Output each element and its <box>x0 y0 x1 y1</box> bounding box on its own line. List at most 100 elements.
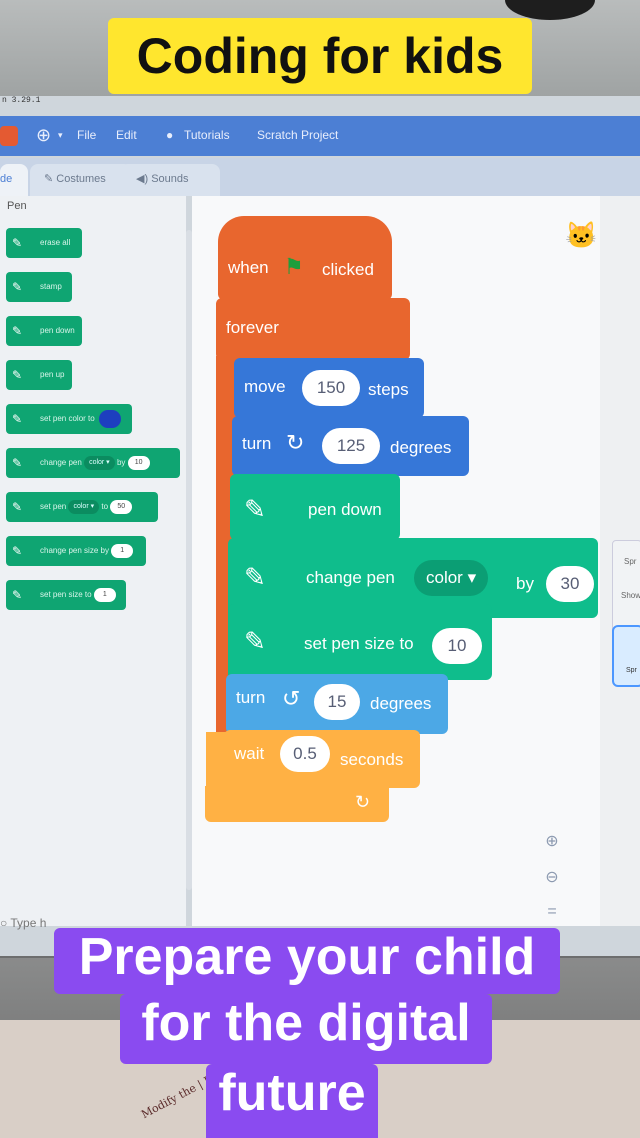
turn-right-block[interactable]: turn ↻ 125 degrees <box>232 416 469 476</box>
forever-block[interactable]: forever <box>216 298 410 360</box>
search-input[interactable]: ○ Type h <box>0 916 46 930</box>
caption-line-3: future <box>206 1064 378 1138</box>
search-placeholder: Type h <box>10 916 47 930</box>
version-label: n 3.29.1 <box>2 96 41 105</box>
sprite-label: Spr <box>624 557 637 566</box>
pen-icon: ✎ <box>12 412 23 426</box>
palette-block-pen-down[interactable]: ✎ pen down <box>6 316 82 346</box>
palette-block-stamp[interactable]: ✎ stamp <box>6 272 72 302</box>
project-title[interactable]: Scratch Project <box>257 128 339 142</box>
palette-block-label: change pen <box>40 458 82 467</box>
palette-scrollbar[interactable] <box>186 230 192 890</box>
zoom-reset-icon[interactable]: = <box>547 903 557 920</box>
file-menu[interactable]: File <box>77 128 97 142</box>
set-pen-size-block[interactable]: ✎ set pen size to 10 <box>228 604 492 680</box>
pen-icon: ✎ <box>12 324 23 338</box>
tab-sounds[interactable]: ◀) Sounds <box>120 164 220 196</box>
pen-size-input[interactable]: 10 <box>432 628 482 664</box>
background-object <box>505 0 595 20</box>
turn-label: turn <box>242 434 272 453</box>
pen-down-block[interactable]: ✎ pen down <box>230 474 400 540</box>
sprite-tile-label: Spr <box>626 667 637 674</box>
forever-label: forever <box>226 318 279 337</box>
palette-block-label: change pen size by <box>40 546 109 555</box>
color-swatch[interactable] <box>98 409 121 428</box>
palette-block-content: set pen size to 1 <box>40 580 116 610</box>
param-dropdown[interactable]: color ▾ <box>84 455 115 470</box>
value-input[interactable]: 1 <box>93 587 116 602</box>
palette-category-title: Pen <box>7 200 27 212</box>
palette-block-set-pen-size[interactable]: ✎ set pen size to 1 <box>6 580 126 610</box>
palette-block-content: set pen color ▾ to 50 <box>40 492 133 522</box>
by-label: by <box>516 574 534 593</box>
turn-left-block[interactable]: turn ↺ 15 degrees <box>226 674 448 734</box>
pen-icon: ✎ <box>12 588 23 602</box>
video-title: Coding for kids <box>108 18 532 94</box>
tab-costumes[interactable]: ✎ Costumes <box>30 164 132 196</box>
pen-icon: ✎ <box>12 236 23 250</box>
palette-block-label: set pen color to <box>40 414 95 423</box>
turn-degrees-input[interactable]: 125 <box>322 428 380 464</box>
palette-block-erase-all[interactable]: ✎ erase all <box>6 228 82 258</box>
change-pen-label: change pen <box>306 568 395 587</box>
degrees-label: degrees <box>370 694 432 713</box>
palette-block-set-pen[interactable]: ✎ set pen color ▾ to 50 <box>6 492 158 522</box>
chevron-down-icon: ▾ <box>58 130 63 140</box>
globe-icon[interactable]: ⊕ <box>36 125 52 145</box>
param-dropdown[interactable]: color ▾ <box>68 499 100 514</box>
turn-degrees-input[interactable]: 15 <box>314 684 360 720</box>
editor-tabs: de ✎ Costumes ◀) Sounds <box>0 158 640 196</box>
move-steps-block[interactable]: move 150 steps <box>234 358 424 418</box>
change-pen-value-input[interactable]: 30 <box>546 566 594 602</box>
edit-menu[interactable]: Edit <box>116 128 137 142</box>
pen-icon: ✎ <box>244 562 266 592</box>
when-label: when <box>228 258 269 277</box>
to-label: to <box>101 502 109 511</box>
pen-icon: ✎ <box>244 494 266 524</box>
pen-icon: ✎ <box>12 544 23 558</box>
value-input[interactable]: 1 <box>111 543 134 558</box>
pen-icon: ✎ <box>244 626 266 656</box>
scratch-logo[interactable] <box>0 126 18 146</box>
value-input[interactable]: 10 <box>127 455 150 470</box>
zoom-in-icon[interactable]: ⊕ <box>545 833 559 850</box>
block-palette: Pen ✎ erase all ✎ stamp ✎ pen down ✎ pen… <box>0 196 187 926</box>
value-input[interactable]: 50 <box>110 499 133 514</box>
clicked-label: clicked <box>322 260 374 279</box>
palette-block-change-pen[interactable]: ✎ change pen color ▾ by 10 <box>6 448 180 478</box>
speaker-icon: ◀) <box>136 173 152 185</box>
palette-block-pen-up[interactable]: ✎ pen up <box>6 360 72 390</box>
degrees-label: degrees <box>390 438 452 457</box>
forever-end-cap: ↻ <box>205 786 389 822</box>
sprite-thumbnail[interactable]: Spr <box>612 625 640 687</box>
move-steps-input[interactable]: 150 <box>302 370 360 406</box>
pen-param-dropdown[interactable]: color ▾ <box>414 560 489 596</box>
caption-line-2: for the digital <box>120 994 492 1064</box>
palette-block-label: set pen size to <box>40 590 92 599</box>
loop-arrow-icon: ↻ <box>355 792 371 812</box>
wait-seconds-input[interactable]: 0.5 <box>280 736 330 772</box>
palette-block-change-pen-size[interactable]: ✎ change pen size by 1 <box>6 536 146 566</box>
tab-code[interactable]: de <box>0 164 28 196</box>
pen-icon: ✎ <box>12 280 23 294</box>
turn-label: turn <box>236 688 266 707</box>
brush-icon: ✎ <box>44 173 57 185</box>
tab-code-label: de <box>0 173 13 185</box>
rotate-left-icon: ↺ <box>282 686 301 711</box>
wait-label: wait <box>234 744 265 763</box>
forever-arm-lower <box>206 732 228 792</box>
wait-seconds-block[interactable]: wait 0.5 seconds <box>224 730 420 788</box>
show-label: Show <box>621 591 640 600</box>
cat-sprite-icon: 🐱 <box>565 220 598 250</box>
search-icon: ○ <box>0 916 11 930</box>
palette-block-content: change pen size by 1 <box>40 536 134 566</box>
palette-block-label: stamp <box>40 282 62 291</box>
palette-block-label: pen down <box>40 326 75 335</box>
tutorials-menu[interactable]: Tutorials <box>184 128 230 142</box>
palette-block-content: change pen color ▾ by 10 <box>40 448 150 478</box>
move-label: move <box>244 377 286 396</box>
when-flag-clicked-block[interactable]: when ⚑ clicked <box>218 216 392 300</box>
zoom-out-icon[interactable]: ⊖ <box>545 869 559 886</box>
palette-block-set-pen-color[interactable]: ✎ set pen color to <box>6 404 132 434</box>
palette-block-content: set pen color to <box>40 404 121 434</box>
